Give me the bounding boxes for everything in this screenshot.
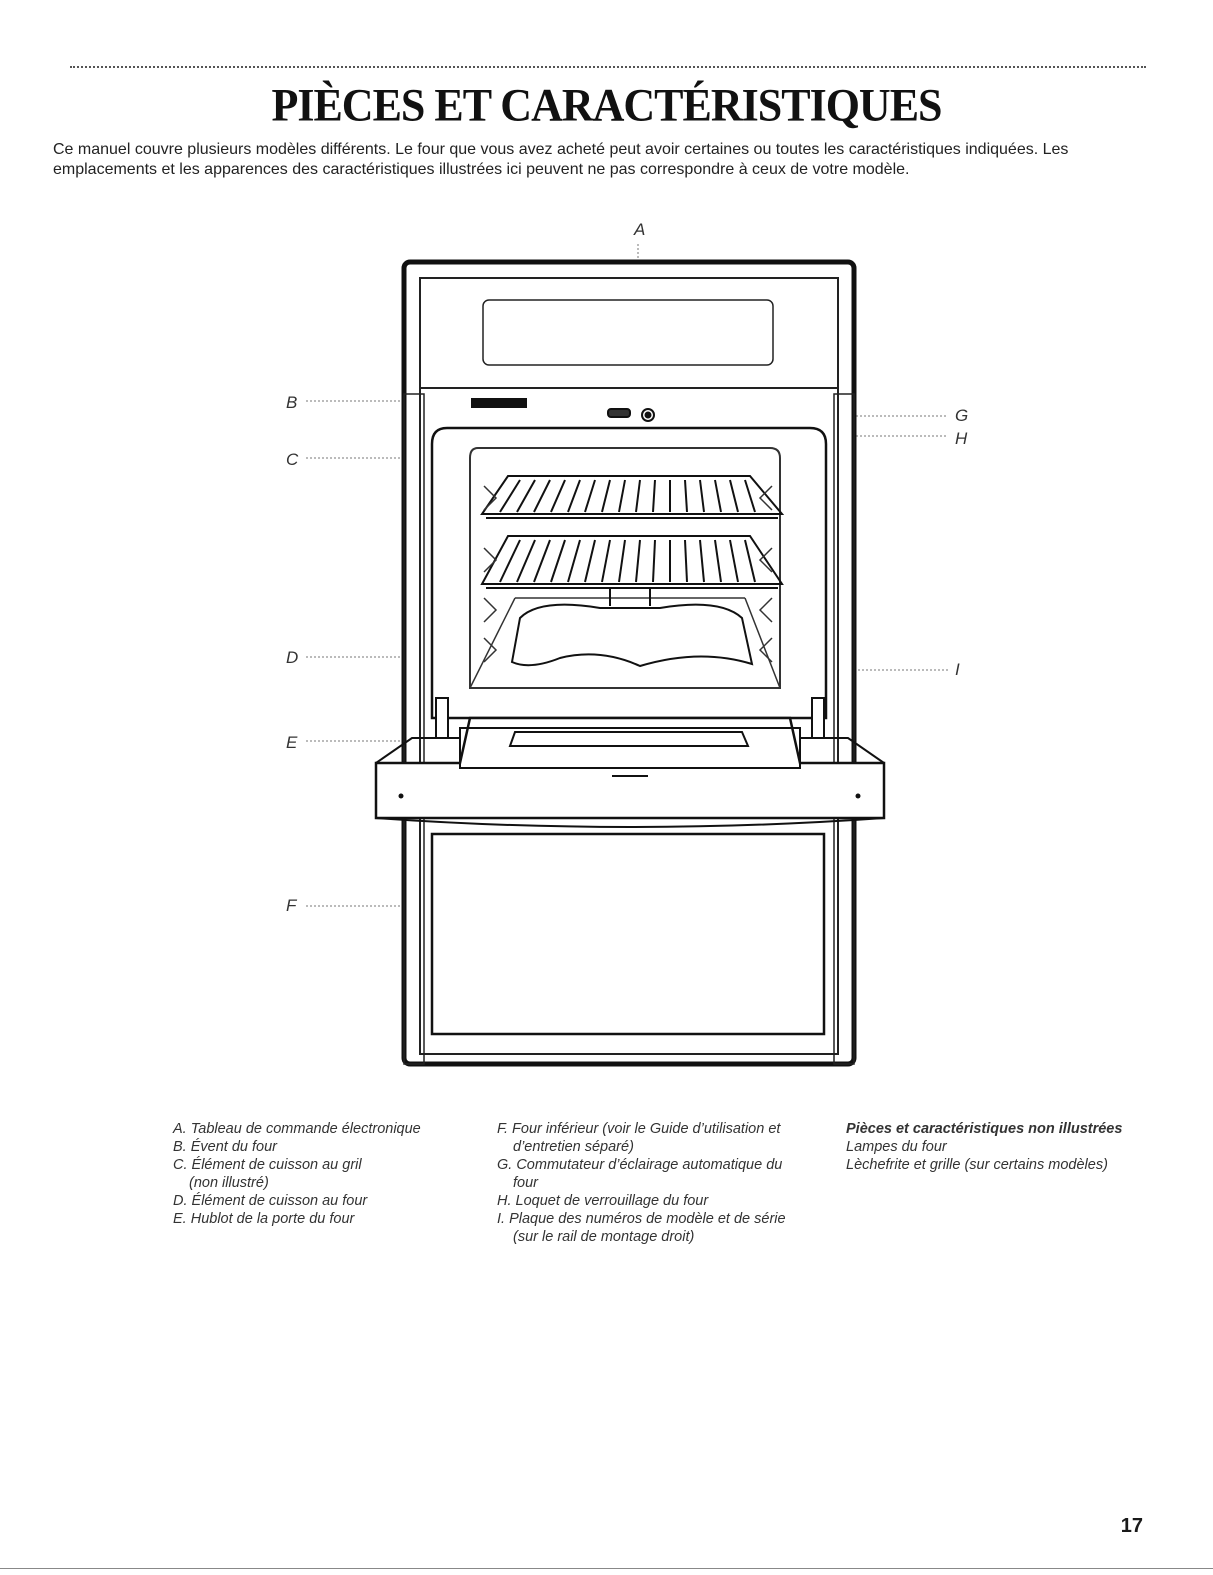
control-display bbox=[482, 299, 774, 366]
legend-item-i: I. Plaque des numéros de modèle et de sé… bbox=[497, 1211, 786, 1245]
legend-item-c: C. Élément de cuisson au gril(non illust… bbox=[173, 1157, 362, 1191]
callout-b: B bbox=[286, 393, 298, 412]
callout-a: A bbox=[634, 220, 646, 239]
callout-i: I bbox=[955, 660, 960, 679]
callout-f: F bbox=[286, 896, 297, 915]
callout-h: H bbox=[955, 429, 968, 448]
top-rule bbox=[70, 66, 1146, 68]
oven-cavity bbox=[430, 426, 828, 720]
legend-item-broiler-pan: Lèchefrite et grille (sur certains modèl… bbox=[846, 1157, 1108, 1173]
vent bbox=[471, 398, 527, 408]
oven-illustration bbox=[306, 244, 948, 1067]
legend-item-e: E. Hublot de la porte du four bbox=[173, 1211, 355, 1227]
legend-item-d: D. Élément de cuisson au four bbox=[173, 1193, 368, 1209]
legend-item-b: B. Évent du four bbox=[173, 1139, 277, 1155]
lower-oven bbox=[430, 832, 826, 1036]
door-window bbox=[508, 731, 750, 747]
legend-item-lamps: Lampes du four bbox=[846, 1139, 947, 1155]
legend-item-a: A. Tableau de commande électronique bbox=[173, 1121, 421, 1137]
rack-lower bbox=[480, 535, 784, 589]
callout-d: D bbox=[286, 648, 299, 667]
control-panel bbox=[419, 277, 839, 389]
legend-heading-not-shown: Pièces et caractéristiques non illustrée… bbox=[846, 1121, 1123, 1137]
page-title: PIÈCES ET CARACTÉRISTIQUES bbox=[271, 79, 942, 132]
page-number: 17 bbox=[1120, 1515, 1143, 1537]
legend-column-1: A. Tableau de commande électronique B. É… bbox=[173, 1120, 473, 1228]
legend-item-g: G. Commutateur d’éclairage automatique d… bbox=[497, 1157, 783, 1191]
legend-item-h: H. Loquet de verrouillage du four bbox=[497, 1193, 709, 1209]
bake-element bbox=[510, 603, 754, 668]
callout-c: C bbox=[286, 450, 299, 469]
callout-g: G bbox=[955, 406, 969, 425]
legend-column-2: F. Four inférieur (voir le Guide d’utili… bbox=[497, 1120, 837, 1246]
oven-diagram: A B C D E F G H I bbox=[0, 218, 1213, 1078]
legend-column-3: Pièces et caractéristiques non illustrée… bbox=[846, 1120, 1146, 1174]
bottom-rule bbox=[0, 1568, 1213, 1569]
legend-item-f: F. Four inférieur (voir le Guide d’utili… bbox=[497, 1121, 781, 1155]
intro-paragraph: Ce manuel couvre plusieurs modèles diffé… bbox=[53, 141, 1069, 178]
rack-upper bbox=[480, 475, 785, 519]
callout-e: E bbox=[286, 733, 298, 752]
latch bbox=[607, 408, 655, 422]
